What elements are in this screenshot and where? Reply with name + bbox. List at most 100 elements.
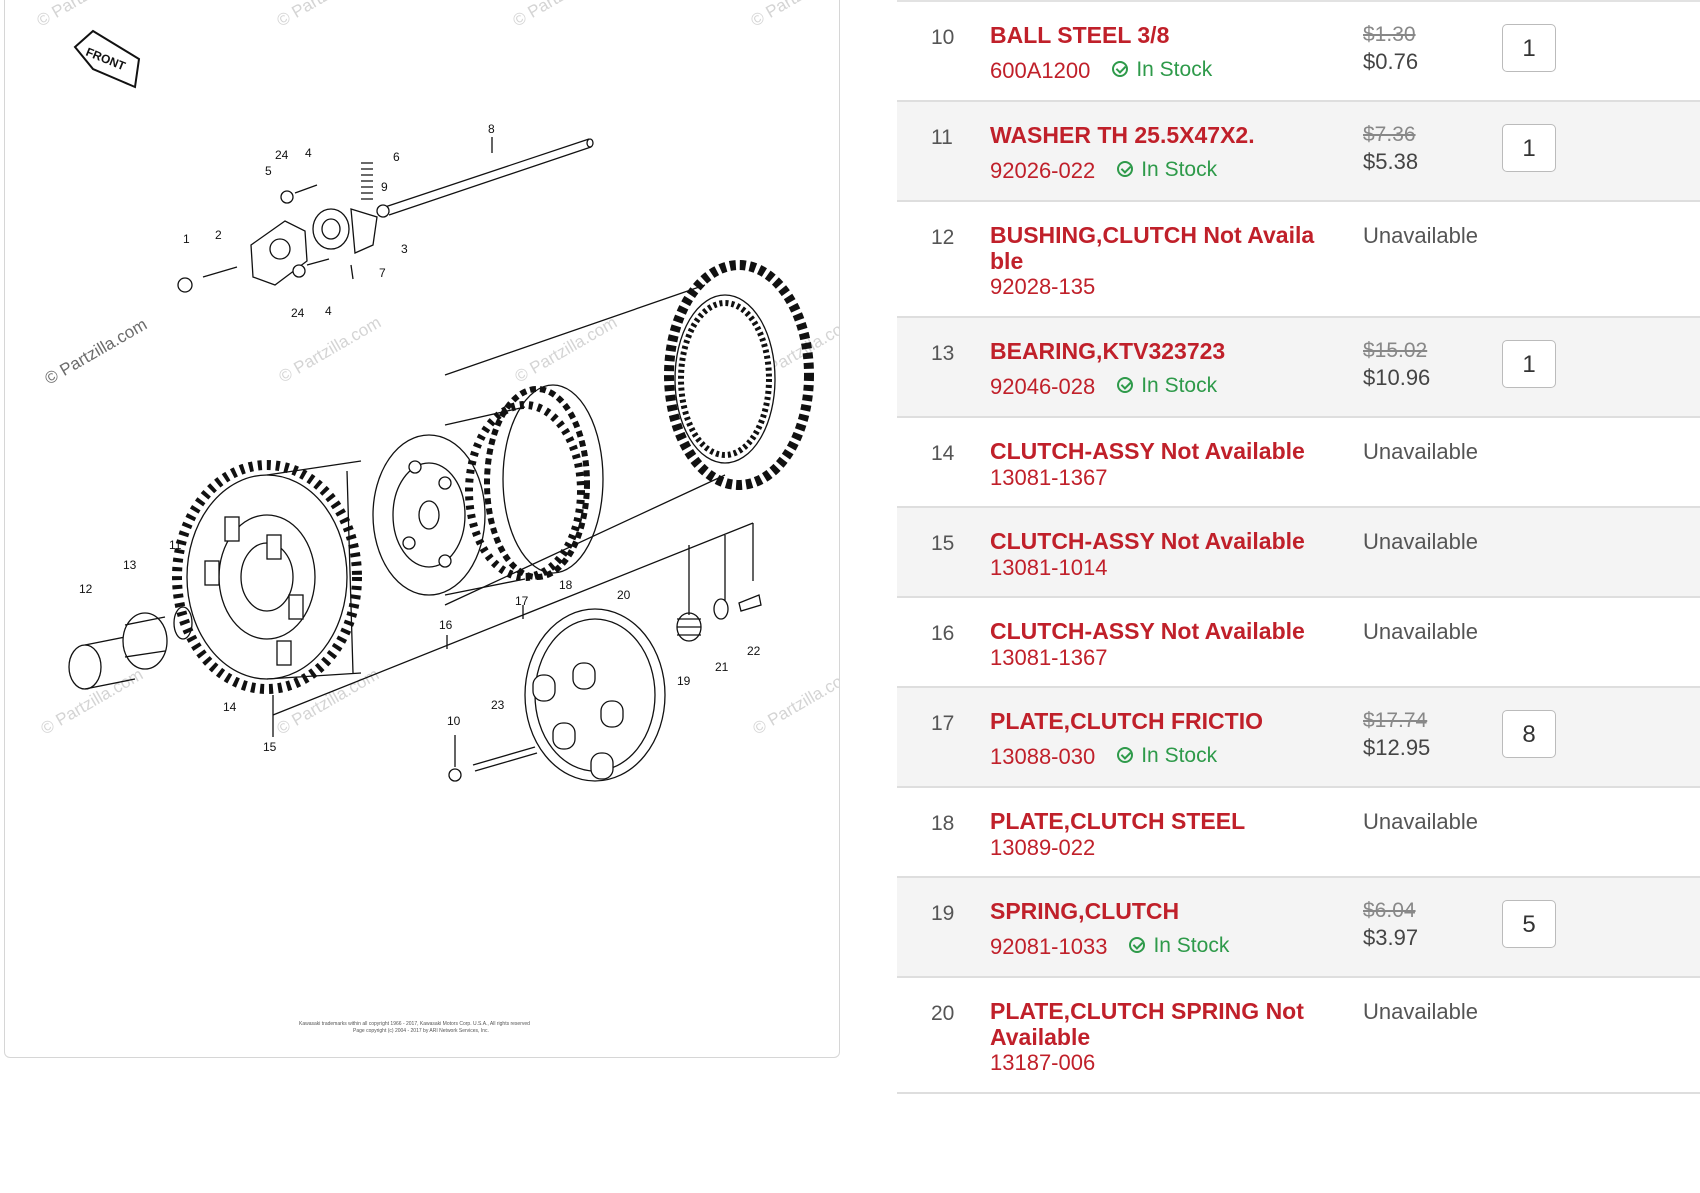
spring-small bbox=[361, 162, 373, 200]
copyright-text: Page copyright (c) 2004 - 2017 by ARI Ne… bbox=[353, 1028, 489, 1034]
clutch-plates bbox=[444, 260, 814, 606]
callout-number: 6 bbox=[393, 150, 400, 164]
callout-number: 4 bbox=[325, 304, 332, 318]
callout-number: 10 bbox=[447, 714, 461, 728]
part-number-line: 13081-1367 bbox=[990, 465, 1107, 491]
callout-number: 2 bbox=[215, 228, 222, 242]
part-row: 20 PLATE,CLUTCH SPRING Not Available 131… bbox=[897, 978, 1700, 1094]
callout-number: 7 bbox=[379, 266, 386, 280]
callout-number: 17 bbox=[515, 594, 529, 608]
part-row: 12 BUSHING,CLUTCH Not Available 92028-13… bbox=[897, 202, 1700, 318]
part-number: 13081-1014 bbox=[990, 555, 1108, 580]
check-circle-icon bbox=[1117, 747, 1134, 763]
part-row: 11 WASHER TH 25.5X47X2. 92026-022 In Stoc… bbox=[897, 102, 1700, 202]
parts-diagram[interactable]: © Partzilla.com © Partzilla.com © Partzi… bbox=[4, 0, 840, 1058]
part-name-link[interactable]: WASHER TH 25.5X47X2. bbox=[990, 122, 1255, 148]
callout-number: 14 bbox=[223, 700, 237, 714]
part-name-link[interactable]: BEARING,KTV323723 bbox=[990, 338, 1226, 364]
part-row: 16 CLUTCH-ASSY Not Available 13081-1367 … bbox=[897, 598, 1700, 688]
part-name-link[interactable]: PLATE,CLUTCH FRICTIO bbox=[990, 708, 1263, 734]
stock-status: In Stock bbox=[1117, 158, 1217, 182]
part-number: 13081-1367 bbox=[990, 465, 1108, 490]
part-number: 13088-030 bbox=[990, 744, 1096, 769]
ref-number: 14 bbox=[931, 442, 955, 465]
part-number-line: 13081-1014 bbox=[990, 555, 1107, 581]
callout-number: 18 bbox=[559, 578, 573, 592]
sale-price: $10.96 bbox=[1363, 365, 1431, 390]
part-number-line: 13089-022 bbox=[990, 835, 1095, 861]
callout-number: 8 bbox=[488, 122, 495, 136]
callout-number: 24 bbox=[275, 148, 289, 162]
quantity-input[interactable]: 8 bbox=[1502, 710, 1556, 758]
callout-number: 4 bbox=[305, 146, 312, 160]
watermark: © Partzilla.com bbox=[510, 0, 619, 30]
msrp-price: $6.04 bbox=[1363, 899, 1416, 922]
callout-number: 12 bbox=[79, 582, 93, 596]
part-number: 92028-135 bbox=[990, 274, 1096, 299]
callout-number: 9 bbox=[381, 180, 388, 194]
part-name-link[interactable]: BUSHING,CLUTCH Not Available bbox=[990, 222, 1315, 274]
callout-number: 3 bbox=[401, 242, 408, 256]
stock-status: In Stock bbox=[1129, 934, 1229, 958]
sale-price: $5.38 bbox=[1363, 149, 1419, 174]
callout-number: 21 bbox=[715, 660, 729, 674]
ref-number: 16 bbox=[931, 622, 955, 645]
check-circle-icon bbox=[1112, 61, 1129, 77]
callout-number: 13 bbox=[123, 558, 137, 572]
callout-number: 23 bbox=[491, 698, 505, 712]
watermark: © Partzilla.com bbox=[34, 0, 143, 30]
front-arrow-icon: FRONT bbox=[73, 29, 141, 89]
part-name-link[interactable]: CLUTCH-ASSY Not Available bbox=[990, 618, 1305, 644]
quantity-input[interactable]: 5 bbox=[1502, 900, 1556, 948]
availability-status: Unavailable bbox=[1363, 619, 1478, 644]
quantity-input[interactable]: 1 bbox=[1502, 124, 1556, 172]
clutch-housing bbox=[172, 460, 362, 694]
ref-number: 19 bbox=[931, 902, 955, 925]
quantity-input[interactable]: 1 bbox=[1502, 24, 1556, 72]
ref-number: 13 bbox=[931, 342, 955, 365]
watermark: © Partzilla.com bbox=[512, 313, 621, 387]
ref-number: 15 bbox=[931, 532, 955, 555]
part-number-line: 92026-022 In Stock bbox=[990, 158, 1217, 184]
availability-status: Unavailable bbox=[1363, 999, 1478, 1024]
part-number-line: 13081-1367 bbox=[990, 645, 1107, 671]
sale-price: $0.76 bbox=[1363, 49, 1419, 74]
springs-bolts bbox=[676, 594, 762, 642]
part-number: 92081-1033 bbox=[990, 934, 1108, 959]
part-name-link[interactable]: CLUTCH-ASSY Not Available bbox=[990, 438, 1305, 464]
stock-status: In Stock bbox=[1117, 374, 1217, 398]
watermark: © Partzilla.com bbox=[748, 0, 841, 30]
msrp-price: $17.74 bbox=[1363, 709, 1428, 732]
callout-number: 5 bbox=[265, 164, 272, 178]
callout-number: 1 bbox=[183, 232, 190, 246]
release-mechanism bbox=[177, 184, 378, 293]
part-number: 92046-028 bbox=[990, 374, 1096, 399]
availability-status: Unavailable bbox=[1363, 529, 1478, 554]
part-row: 17 PLATE,CLUTCH FRICTIO 13088-030 In Stoc… bbox=[897, 688, 1700, 788]
part-number-line: 92081-1033 In Stock bbox=[990, 934, 1229, 960]
part-name-link[interactable]: CLUTCH-ASSY Not Available bbox=[990, 528, 1305, 554]
ref-number: 18 bbox=[931, 812, 955, 835]
clutch-exploded-view: © Partzilla.com © Partzilla.com © Partzi… bbox=[34, 0, 841, 1034]
part-number: 92026-022 bbox=[990, 158, 1096, 183]
quantity-input[interactable]: 1 bbox=[1502, 340, 1556, 388]
part-row: 18 PLATE,CLUTCH STEEL 13089-022 Unavaila… bbox=[897, 788, 1700, 878]
part-name-link[interactable]: PLATE,CLUTCH SPRING Not Available bbox=[990, 998, 1304, 1050]
stock-status: In Stock bbox=[1117, 744, 1217, 768]
ref-number: 11 bbox=[931, 126, 953, 149]
callout-number: 24 bbox=[291, 306, 305, 320]
copyright-text: Kawasaki trademarks within all copyright… bbox=[299, 1021, 530, 1027]
msrp-price: $1.30 bbox=[1363, 23, 1416, 46]
part-number-line: 13088-030 In Stock bbox=[990, 744, 1217, 770]
watermark: © Partzilla.com bbox=[276, 313, 385, 387]
clutch-hub bbox=[372, 401, 585, 596]
part-number: 13081-1367 bbox=[990, 645, 1108, 670]
callout-number: 20 bbox=[617, 588, 631, 602]
part-name-link[interactable]: SPRING,CLUTCH bbox=[990, 898, 1180, 924]
ref-number: 17 bbox=[931, 712, 955, 735]
part-name-link[interactable]: BALL STEEL 3/8 bbox=[990, 22, 1170, 48]
part-row: 13 BEARING,KTV323723 92046-028 In Stock $… bbox=[897, 318, 1700, 418]
part-row: 19 SPRING,CLUTCH 92081-1033 In Stock $6.0… bbox=[897, 878, 1700, 978]
part-name-link[interactable]: PLATE,CLUTCH STEEL bbox=[990, 808, 1246, 834]
